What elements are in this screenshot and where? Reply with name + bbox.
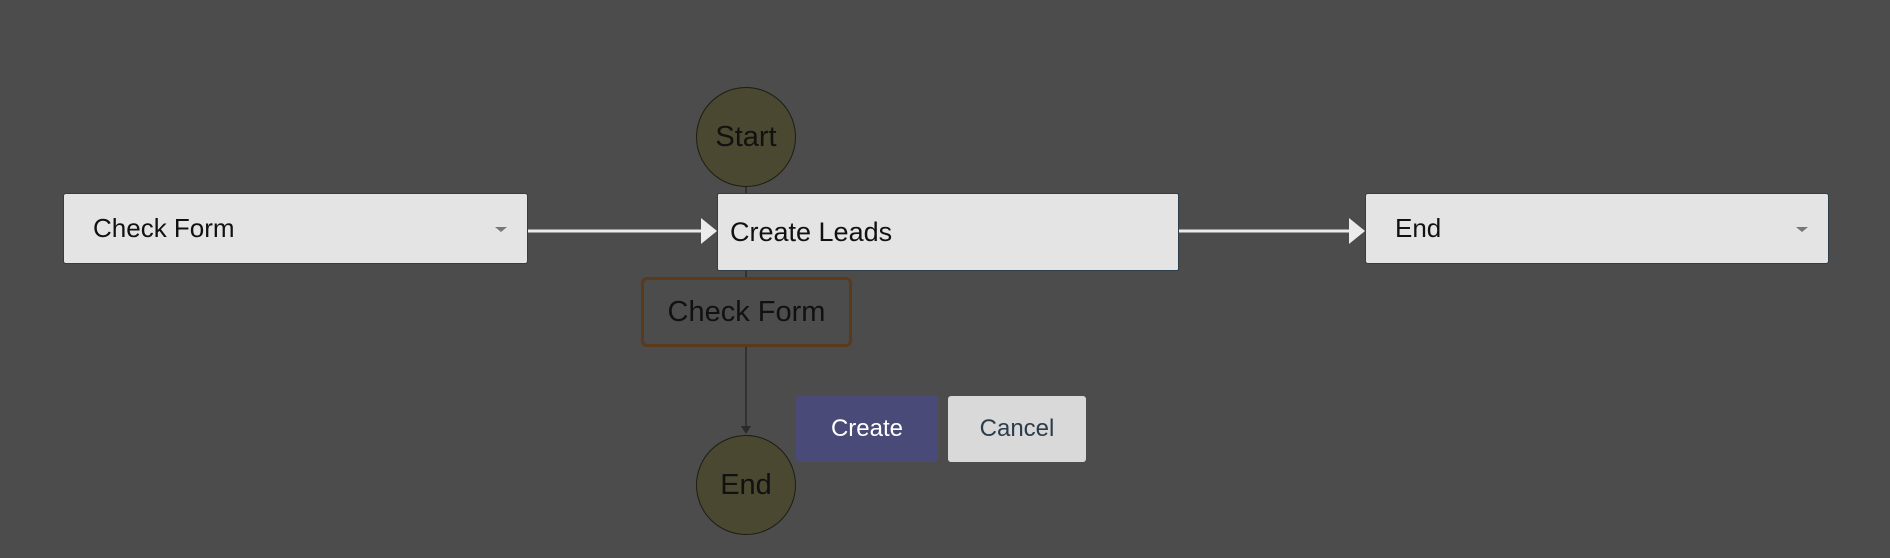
target-step-select[interactable]: End	[1365, 193, 1829, 264]
flow-arrowhead-to-end	[741, 426, 751, 434]
task-node-label: Check Form	[667, 295, 826, 328]
step-name-input[interactable]: Create Leads	[717, 193, 1179, 271]
source-step-select[interactable]: Check Form	[63, 193, 528, 264]
cancel-button[interactable]: Cancel	[948, 396, 1086, 462]
arrowhead-left	[701, 218, 717, 244]
create-button[interactable]: Create	[796, 396, 938, 462]
chevron-down-icon	[1796, 226, 1808, 232]
step-name-value: Create Leads	[730, 216, 893, 247]
end-node-label: End	[720, 468, 772, 501]
source-step-value: Check Form	[93, 213, 235, 243]
arrowhead-right	[1349, 218, 1365, 244]
start-node[interactable]: Start	[696, 87, 796, 187]
end-node[interactable]: End	[696, 435, 796, 535]
chevron-down-icon	[495, 226, 507, 232]
start-node-label: Start	[715, 120, 777, 153]
check-form-task-node[interactable]: Check Form	[641, 277, 852, 347]
target-step-value: End	[1395, 213, 1442, 243]
